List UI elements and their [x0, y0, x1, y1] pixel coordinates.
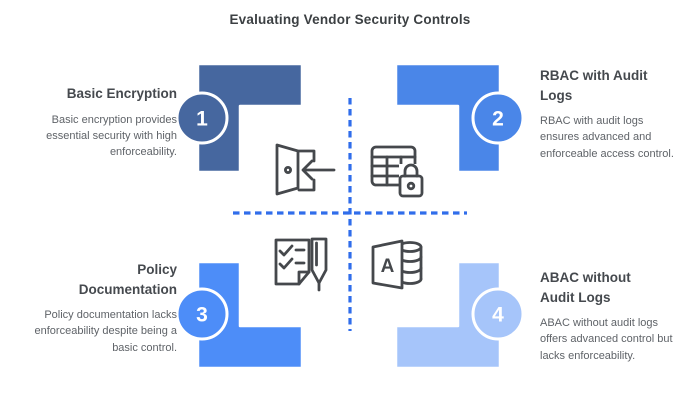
- access-database-icon: A: [371, 239, 423, 290]
- quadrant-2-description: RBAC with audit logs ensures advanced an…: [540, 115, 674, 160]
- number-circle-4: 4: [471, 287, 525, 341]
- door-entry-icon: [275, 143, 336, 196]
- circle-number-2: 2: [492, 108, 504, 131]
- quadrant-1-description: Basic encryption provides essential secu…: [46, 113, 177, 159]
- quadrant-3-description: Policy documentation lacks enforceabilit…: [34, 309, 177, 354]
- quadrant-4-heading: ABAC without Audit Logs: [540, 270, 631, 305]
- number-circle-3: 3: [175, 287, 229, 341]
- checklist-pen-icon: [274, 237, 328, 292]
- circle-number-3: 3: [196, 304, 208, 327]
- access-icon-letter: A: [381, 256, 395, 277]
- circle-number-4: 4: [492, 304, 504, 327]
- quadrant-4-description: ABAC without audit logs offers advanced …: [540, 317, 673, 362]
- quadrant-2-shape: [394, 62, 502, 174]
- number-circle-1: 1: [175, 91, 229, 145]
- quadrant-1-text: Basic Encryption Basic encryption provid…: [22, 84, 177, 160]
- number-circle-2: 2: [471, 91, 525, 145]
- quadrant-2-text: RBAC with Audit Logs RBAC with audit log…: [540, 66, 678, 162]
- quadrant-1-heading: Basic Encryption: [66, 86, 177, 101]
- quadrant-3-text: Policy Documentation Policy documentatio…: [22, 260, 177, 356]
- diagram-title: Evaluating Vendor Security Controls: [229, 12, 471, 27]
- table-lock-icon: [370, 145, 426, 198]
- quadrant-1-shape: [196, 62, 304, 174]
- quadrant-3-heading: Policy Documentation: [78, 262, 177, 297]
- quadrant-2-heading: RBAC with Audit Logs: [540, 68, 648, 103]
- quadrant-3-shape: [196, 260, 304, 370]
- quadrant-4-text: ABAC without Audit Logs ABAC without aud…: [540, 268, 678, 364]
- circle-number-1: 1: [196, 108, 208, 131]
- quadrant-4-shape: [394, 260, 502, 370]
